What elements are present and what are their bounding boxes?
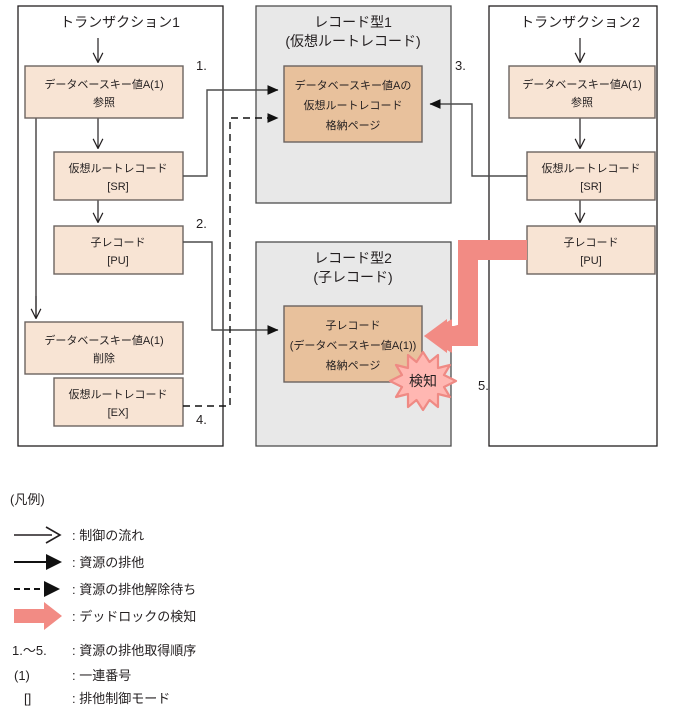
- t1-step-virtual-root-sr[interactable]: 仮想ルートレコード [SR]: [53, 151, 184, 201]
- transaction1-panel: トランザクション1 データベースキー値A(1) 参照 仮想ルートレコード [SR…: [17, 5, 224, 447]
- t2-step-virtual-root-sr[interactable]: 仮想ルートレコード [SR]: [526, 151, 656, 201]
- t1-step-3-line-0: データベースキー値A(1): [44, 333, 163, 347]
- t1-step-2-line-1: [PU]: [107, 255, 128, 267]
- legend-note-1-key: (1): [14, 668, 30, 683]
- legend-note-lock-mode: [] : 排他制御モード: [24, 691, 170, 706]
- legend-note-serial-number: (1) : 一連番号: [14, 668, 131, 683]
- seq-marker-1: 1.: [196, 58, 207, 73]
- record-type2-page-line-2: 格納ページ: [326, 358, 381, 372]
- legend-note-0-text: : 資源の排他取得順序: [72, 643, 196, 658]
- record-type1-page-line-0: データベースキー値Aの: [295, 78, 412, 92]
- seq-marker-5: 5.: [478, 378, 489, 393]
- record-type1-title-line2: (仮想ルートレコード): [285, 33, 420, 49]
- legend: (凡例) : 制御の流れ : 資源の排他 : 資源の排他解除待ち : デッドロッ…: [10, 492, 196, 706]
- t1-step-child-record-pu[interactable]: 子レコード [PU]: [53, 225, 184, 275]
- deadlock-detection-arrow: [424, 240, 527, 353]
- legend-title: (凡例): [10, 492, 45, 507]
- record-type1-page-box[interactable]: データベースキー値Aの 仮想ルートレコード 格納ページ: [283, 65, 423, 143]
- t1-step-0-line-1: 参照: [93, 96, 115, 109]
- legend-note-2-text: : 排他制御モード: [72, 691, 170, 706]
- connector-2-exclusive-lock: [183, 241, 279, 335]
- legend-row-0-text: : 制御の流れ: [72, 528, 144, 543]
- solid-arrow-icon: [46, 554, 62, 570]
- connector-1-exclusive-lock: [183, 85, 279, 177]
- t1-step-2-line-0: 子レコード: [91, 236, 146, 249]
- legend-row-deadlock-detection: : デッドロックの検知: [14, 602, 196, 630]
- t1-step-ref-key-a[interactable]: データベースキー値A(1) 参照: [24, 65, 184, 119]
- t2-step-1-line-1: [SR]: [580, 181, 601, 193]
- t1-step-1-line-0: 仮想ルートレコード: [69, 161, 168, 175]
- record-type1-page-line-1: 仮想ルートレコード: [304, 98, 403, 112]
- t2-step-1-line-0: 仮想ルートレコード: [542, 161, 641, 175]
- t2-step-child-record-pu[interactable]: 子レコード [PU]: [526, 225, 656, 275]
- t1-step-0-line-0: データベースキー値A(1): [44, 77, 163, 91]
- legend-row-lock-wait: : 資源の排他解除待ち: [14, 581, 196, 597]
- t1-step-1-line-1: [SR]: [107, 181, 128, 193]
- thick-pink-arrow-icon: [14, 602, 62, 630]
- t1-step-4-line-1: [EX]: [108, 407, 129, 419]
- detection-badge-label: 検知: [409, 373, 437, 389]
- connector-3-exclusive-lock: [429, 99, 527, 177]
- seq-marker-2: 2.: [196, 216, 207, 231]
- record-type2-panel: レコード型2 (子レコード) 子レコード (データベースキー値A(1)) 格納ペ…: [255, 241, 452, 447]
- t1-step-3-line-1: 削除: [93, 351, 115, 365]
- dashed-arrow-icon: [44, 581, 60, 597]
- t1-step-delete-key-a[interactable]: データベースキー値A(1) 削除: [24, 321, 184, 375]
- record-type1-panel: レコード型1 (仮想ルートレコード) データベースキー値Aの 仮想ルートレコード…: [255, 5, 452, 204]
- legend-row-2-text: : 資源の排他解除待ち: [72, 582, 196, 597]
- legend-row-3-text: : デッドロックの検知: [72, 609, 196, 624]
- legend-row-resource-lock: : 資源の排他: [14, 554, 144, 570]
- legend-row-control-flow: : 制御の流れ: [14, 526, 144, 544]
- detection-badge: 検知: [388, 350, 458, 412]
- legend-note-2-key: []: [24, 691, 31, 706]
- legend-row-1-text: : 資源の排他: [72, 555, 144, 570]
- legend-note-1-text: : 一連番号: [72, 668, 131, 683]
- record-type1-title-line1: レコード型1: [314, 14, 392, 30]
- record-type2-page-line-0: 子レコード: [326, 319, 381, 332]
- t2-step-ref-key-a[interactable]: データベースキー値A(1) 参照: [508, 65, 656, 119]
- t1-step-4-line-0: 仮想ルートレコード: [69, 387, 168, 401]
- t2-step-2-line-0: 子レコード: [564, 236, 619, 249]
- record-type2-page-line-1: (データベースキー値A(1)): [290, 338, 417, 352]
- legend-note-0-key: 1.～5.: [12, 643, 47, 658]
- t2-step-2-line-1: [PU]: [580, 255, 601, 267]
- t2-step-0-line-0: データベースキー値A(1): [522, 77, 641, 91]
- transaction1-title: トランザクション1: [60, 14, 180, 30]
- seq-marker-4: 4.: [196, 412, 207, 427]
- t1-step-virtual-root-ex[interactable]: 仮想ルートレコード [EX]: [53, 377, 184, 427]
- record-type2-title-line2: (子レコード): [313, 269, 392, 285]
- open-arrow-icon: [45, 526, 62, 544]
- legend-note-sequence: 1.～5. : 資源の排他取得順序: [12, 643, 196, 658]
- t2-step-0-line-1: 参照: [571, 96, 593, 109]
- transaction2-title: トランザクション2: [520, 14, 640, 30]
- seq-marker-3: 3.: [455, 58, 466, 73]
- transaction2-panel: トランザクション2 データベースキー値A(1) 参照 仮想ルートレコード [SR…: [488, 5, 658, 447]
- record-type1-page-line-2: 格納ページ: [326, 118, 381, 132]
- record-type2-title-line1: レコード型2: [314, 250, 392, 266]
